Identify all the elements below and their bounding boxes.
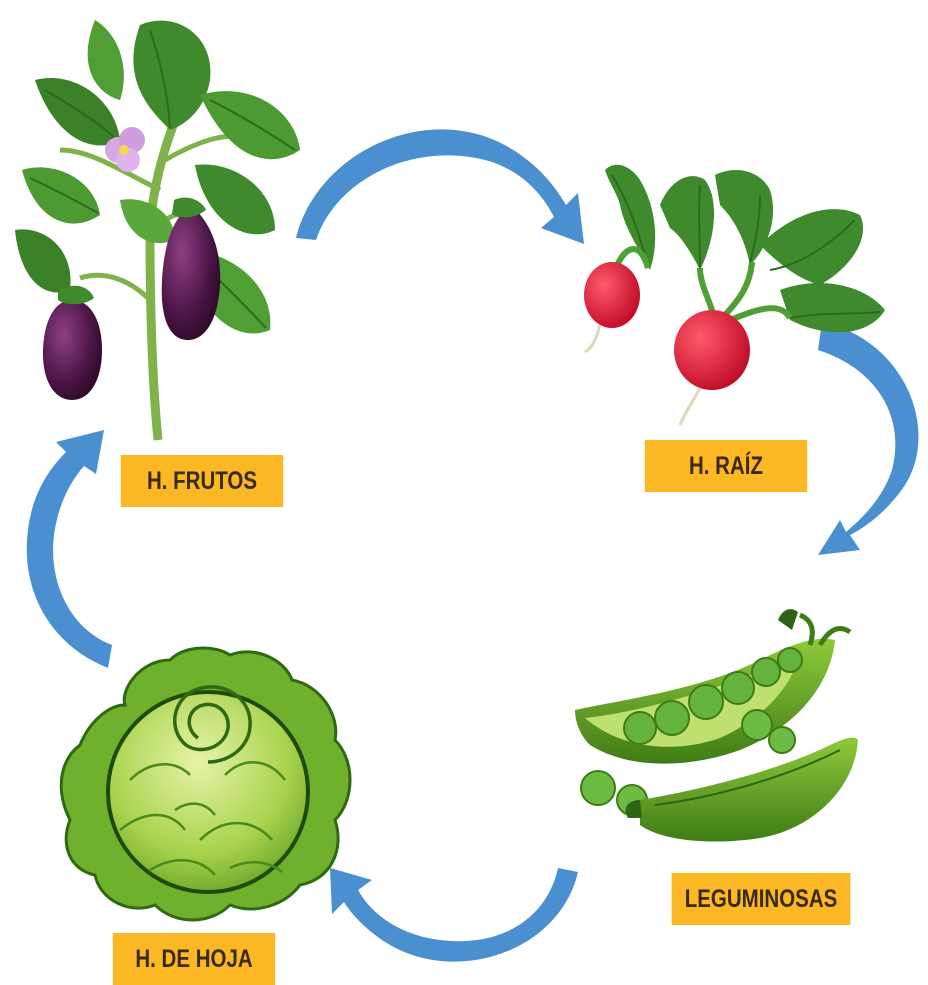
arrow-leguminosas-to-hoja xyxy=(330,868,578,962)
radish-icon xyxy=(584,165,885,425)
arrow-hoja-to-frutos xyxy=(27,430,112,668)
label-leguminosas: LEGUMINOSAS xyxy=(672,873,851,925)
label-raiz: H. RAÍZ xyxy=(645,440,807,492)
pea-pods-icon xyxy=(575,609,858,841)
arrow-frutos-to-raiz xyxy=(296,129,584,244)
lettuce-icon xyxy=(61,648,350,920)
eggplant-plant-icon xyxy=(15,20,300,440)
arrow-raiz-to-leguminosas xyxy=(818,322,918,555)
label-hoja: H. DE HOJA xyxy=(113,933,275,985)
label-frutos: H. FRUTOS xyxy=(121,455,283,507)
